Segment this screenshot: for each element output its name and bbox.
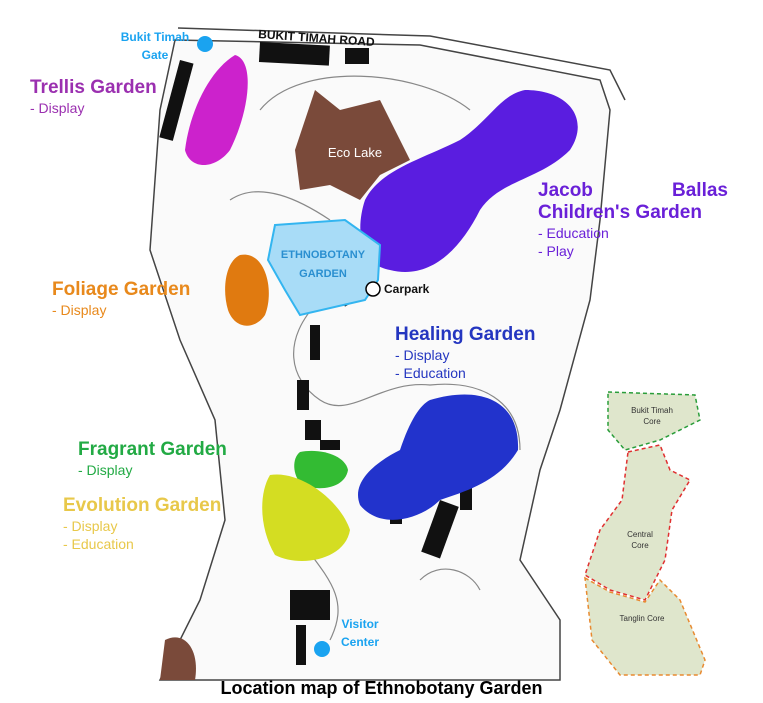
jacob-ballas-label: Jacob Ballas Children's Garden - Educati… [538, 180, 728, 260]
garden-detail: - Display [52, 302, 107, 318]
healing-garden-area [358, 394, 519, 520]
gate-label: Gate [142, 48, 169, 62]
central-core-area [584, 444, 692, 601]
footpaths [229, 75, 521, 641]
garden-detail: - Display [30, 100, 85, 116]
garden-name: Trellis Garden [30, 77, 157, 98]
foliage-garden-area [225, 254, 269, 326]
ethnobotany-garden-area [266, 218, 382, 317]
garden-detail: - Display [395, 347, 450, 363]
bukit-timah-gate-marker [197, 36, 213, 52]
visitor-center-label: Visitor [341, 617, 378, 631]
healing-garden-label: Healing Garden - Display - Education [395, 324, 535, 382]
ethnobotany-label: GARDEN [299, 268, 347, 280]
inset-label: Core [631, 541, 649, 550]
foliage-garden-label: Foliage Garden - Display [52, 279, 190, 319]
trellis-garden-area [185, 55, 248, 165]
eco-lake-label: Eco Lake [328, 145, 382, 160]
fragrant-garden-area [294, 450, 348, 489]
gate-label: Bukit Timah [121, 30, 189, 44]
trellis-garden-label: Trellis Garden - Display [30, 77, 157, 117]
garden-name: Foliage Garden [52, 279, 191, 300]
garden-name: Children's Garden [538, 202, 702, 223]
ethnobotany-label: ETHNOBOTANY [281, 249, 366, 261]
jacob-ballas-area [360, 90, 578, 272]
inset-label: Core [643, 417, 661, 426]
inset-label: Central [627, 530, 653, 539]
figure-caption: Location map of Ethnobotany Garden [220, 678, 543, 698]
garden-detail: - Education [395, 365, 466, 381]
garden-name: Evolution Garden [63, 495, 222, 516]
visitor-center-label: Center [341, 635, 379, 649]
carpark-label: Carpark [384, 282, 430, 296]
garden-detail: - Display [78, 462, 133, 478]
bukit-timah-road [177, 27, 626, 101]
fragrant-garden-label: Fragrant Garden - Display [78, 439, 227, 479]
evolution-garden-area [262, 474, 350, 562]
garden-detail: - Education [63, 536, 134, 552]
garden-detail: - Education [538, 225, 609, 241]
inset-label: Tanglin Core [620, 614, 665, 623]
tanglin-core-area [584, 576, 706, 676]
eco-lake-area [295, 90, 410, 200]
lower-brown-area [160, 637, 196, 680]
garden-name: Healing Garden [395, 324, 536, 345]
bukit-timah-core-area [607, 391, 701, 451]
inset-map: Bukit Timah Core Central Core Tanglin Co… [572, 388, 758, 680]
garden-detail: - Display [63, 518, 118, 534]
garden-name: Fragrant Garden [78, 439, 227, 460]
visitor-center-marker [314, 641, 330, 657]
evolution-garden-label: Evolution Garden - Display - Education [63, 495, 221, 553]
garden-detail: - Play [538, 243, 574, 259]
carpark-marker [365, 281, 381, 297]
inset-label: Bukit Timah [631, 406, 673, 415]
garden-name: Jacob Ballas [538, 180, 728, 201]
